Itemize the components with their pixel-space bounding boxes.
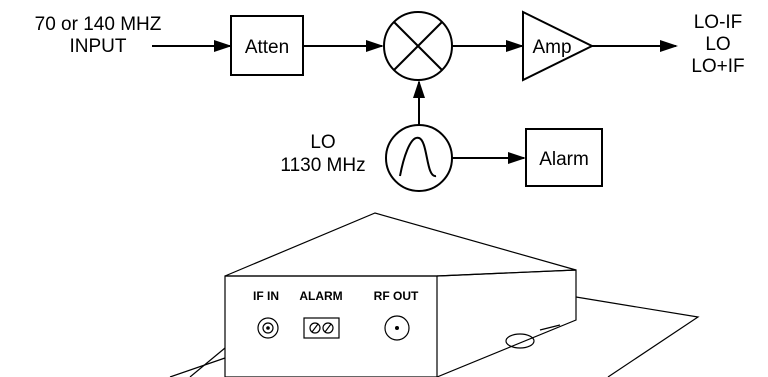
atten-label: Atten [245, 37, 289, 58]
amp-label: Amp [532, 37, 571, 58]
lo-to-mixer-arrowhead [413, 80, 425, 98]
lo-label-line2: 1130 MHz [280, 155, 365, 176]
rf-out-connector [384, 315, 410, 341]
output-label-line1: LO-IF [694, 12, 743, 33]
input-label-line2: INPUT [70, 36, 127, 57]
device-enclosure-drawing [169, 212, 700, 377]
atten-to-mixer-arrowhead [366, 40, 384, 52]
amp-to-output-arrowhead [660, 40, 678, 52]
output-label-line2: LO [705, 34, 730, 55]
rf-out-label: RF OUT [374, 289, 419, 303]
alarm-terminal-label: ALARM [299, 289, 342, 303]
mixer-symbol [383, 11, 453, 81]
lo-oscillator-symbol [385, 124, 453, 192]
alarm-terminal-block [303, 317, 340, 339]
lo-to-alarm-arrowhead [508, 152, 526, 164]
if-in-label: IF IN [253, 289, 279, 303]
input-label-line1: 70 or 140 MHZ [35, 14, 162, 35]
lo-label-line1: LO [310, 132, 335, 153]
output-label-line3: LO+IF [691, 56, 744, 77]
input-arrowhead [214, 40, 232, 52]
alarm-block [525, 128, 603, 187]
amp-block [522, 10, 595, 82]
if-in-connector [257, 317, 279, 339]
alarm-block-label: Alarm [539, 149, 589, 170]
mixer-to-amp-arrowhead [506, 40, 524, 52]
